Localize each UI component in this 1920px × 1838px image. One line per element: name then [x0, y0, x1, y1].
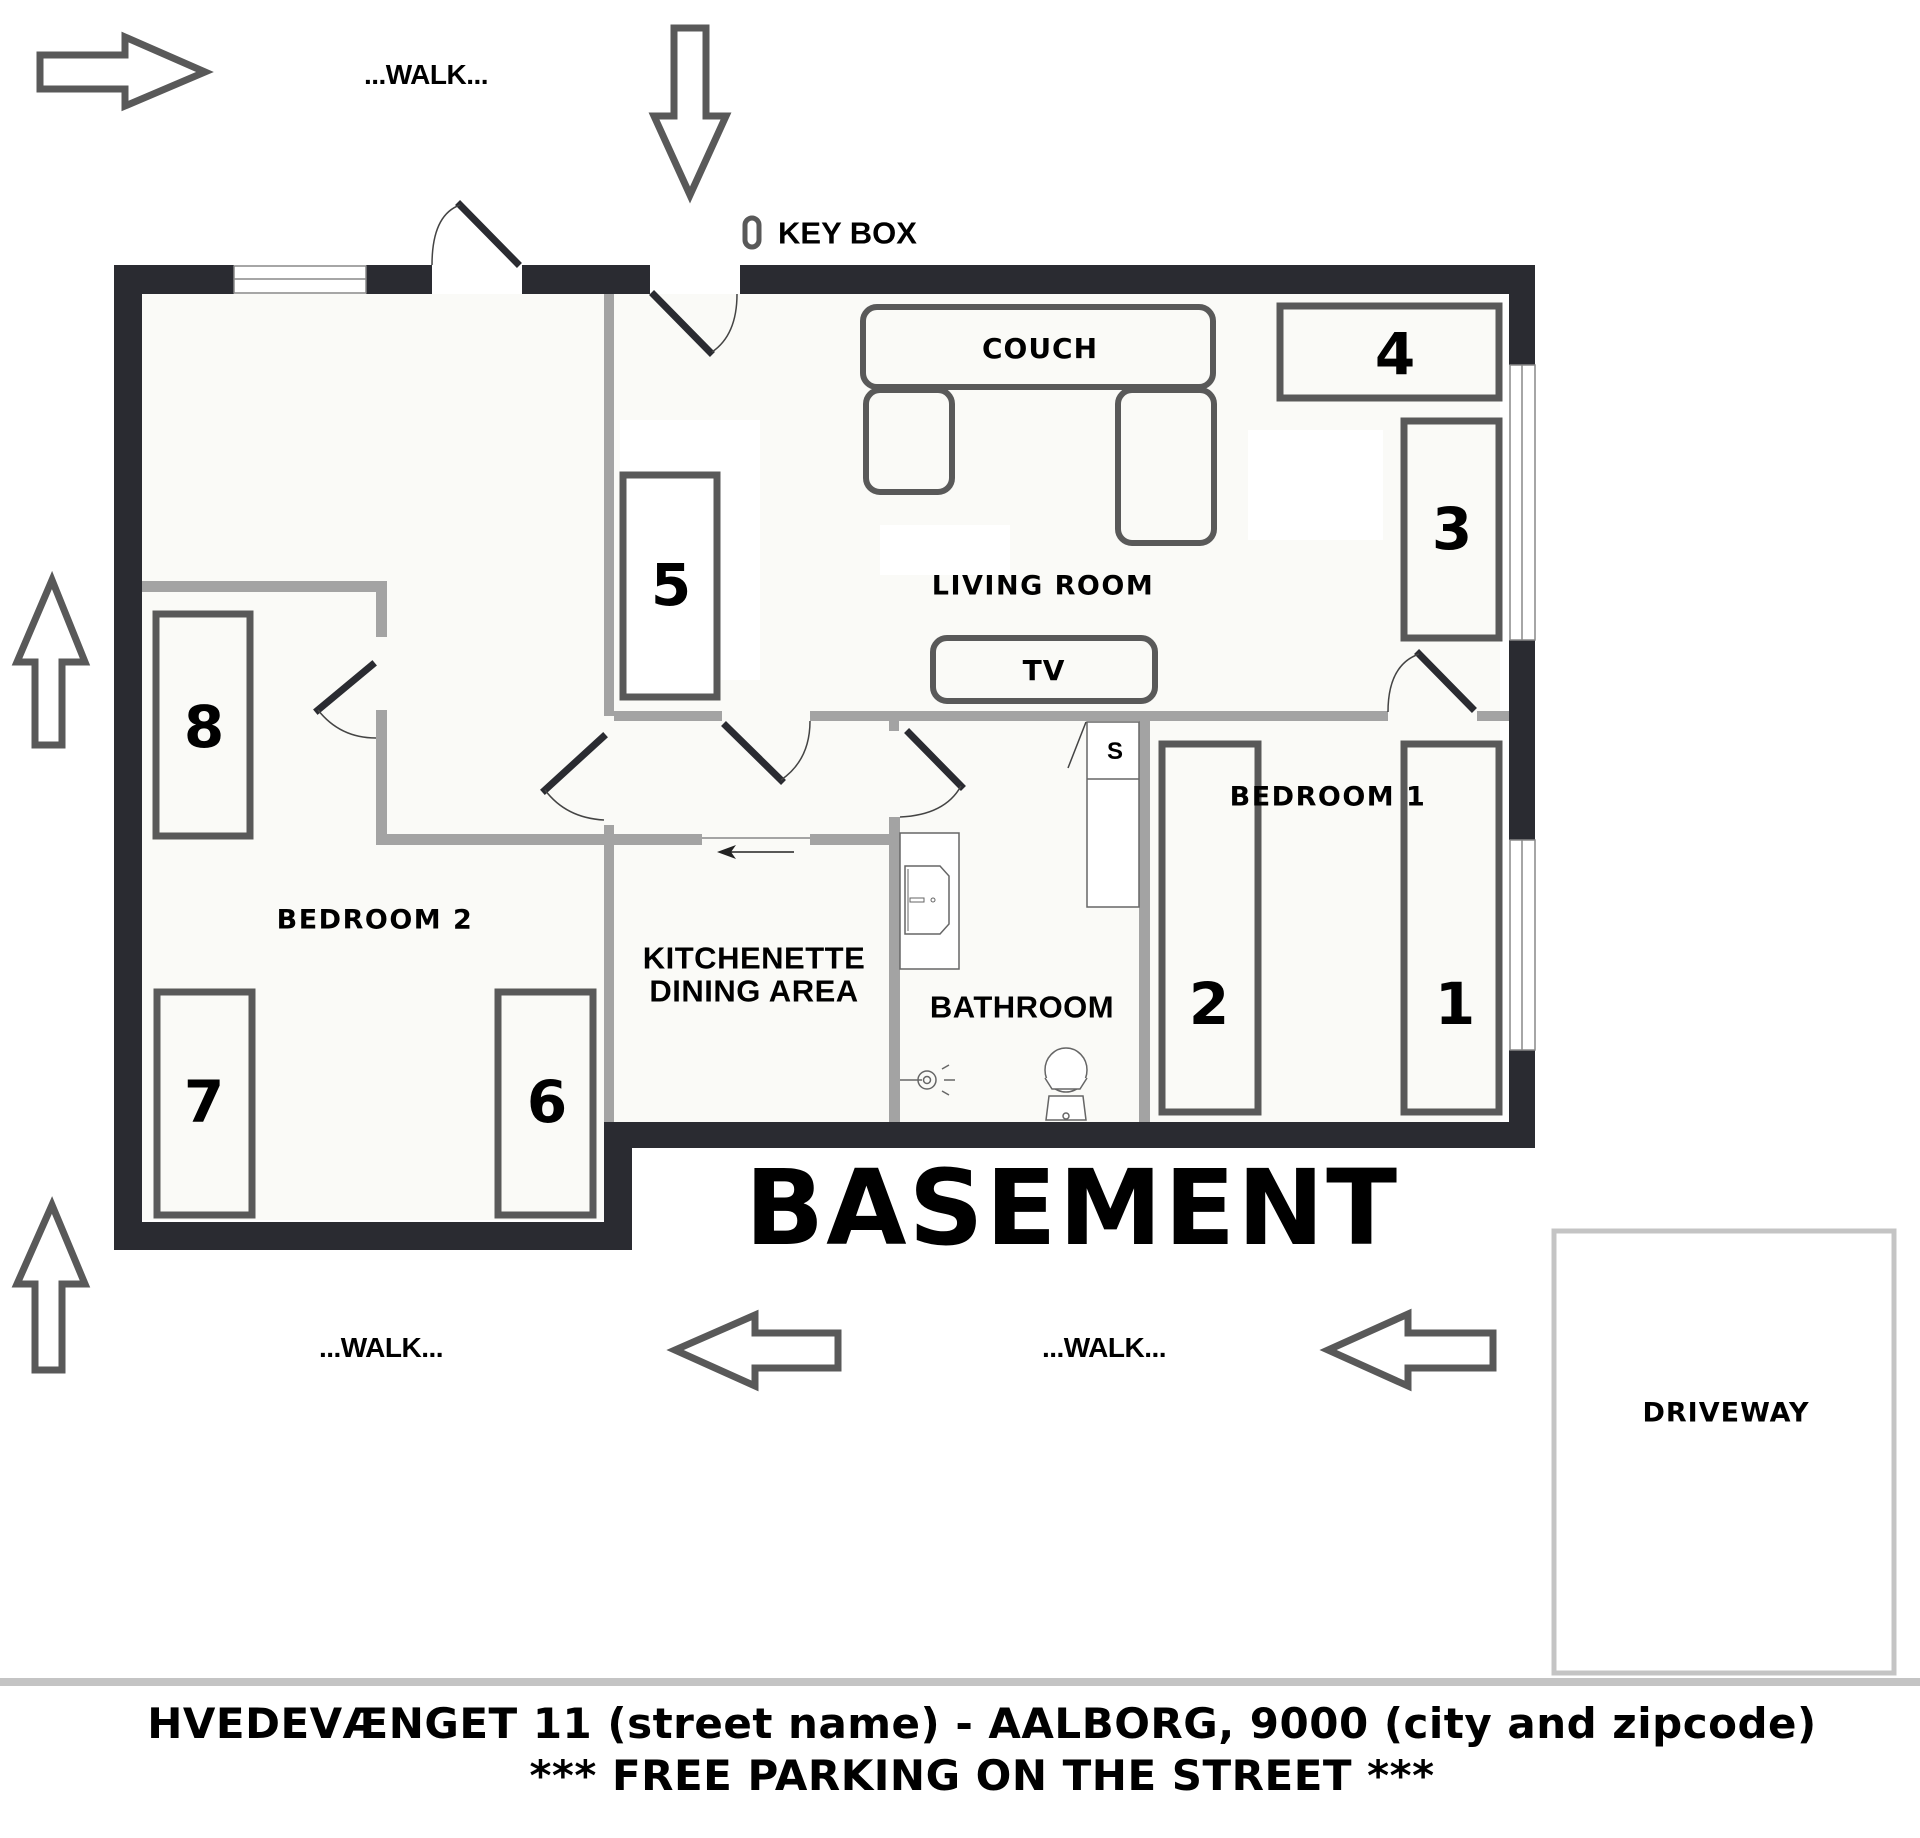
shower-area	[1086, 721, 1140, 908]
bed-number-1: 1	[1434, 970, 1476, 1038]
tv-unit	[930, 635, 1158, 704]
room-label-bathroom: BATHROOM	[929, 989, 1115, 1025]
sink-counter	[899, 832, 960, 970]
walk-label-bottom-right: ...WALK...	[1041, 1332, 1167, 1363]
couch	[860, 304, 1217, 546]
street-line	[0, 1678, 1920, 1686]
room-label-bedroom-2: BEDROOM 2	[276, 904, 474, 936]
bed-number-4: 4	[1374, 320, 1416, 388]
key-box-icon	[742, 215, 762, 250]
arrow-up-icon	[11, 1196, 91, 1374]
driveway-label: DRIVEWAY	[1642, 1397, 1810, 1429]
couch-label: COUCH	[981, 332, 1099, 365]
tv-label: TV	[1022, 654, 1066, 687]
bed-number-6: 6	[526, 1068, 568, 1136]
shower-s-label: S	[1106, 738, 1124, 765]
floor-title: BASEMENT	[744, 1147, 1400, 1269]
room-label-kitchenette: KITCHENETTE DINING AREA	[642, 940, 866, 1009]
bed-number-8: 8	[183, 693, 225, 761]
inner-walls	[142, 294, 1509, 1122]
room-label-bedroom-1: BEDROOM 1	[1229, 781, 1427, 813]
arrow-up-icon	[11, 570, 91, 749]
arrow-down-icon	[648, 24, 732, 204]
bed-number-5: 5	[650, 551, 692, 619]
key-box-label: KEY BOX	[778, 215, 917, 251]
outer-walls	[114, 265, 1535, 1250]
toilet-icon	[1044, 1047, 1088, 1121]
bed-number-3: 3	[1431, 495, 1473, 563]
parking-note: *** FREE PARKING ON THE STREET ***	[529, 1751, 1435, 1800]
walk-label-top: ...WALK...	[363, 59, 489, 90]
arrow-left-icon	[1319, 1308, 1497, 1392]
shower-head-icon	[900, 1064, 955, 1096]
door-swings	[313, 200, 1477, 795]
address-line: HVEDEVÆNGET 11 (street name) - AALBORG, …	[147, 1699, 1817, 1748]
arrow-right-icon	[36, 31, 214, 112]
kitchenette-line-2: DINING AREA	[649, 974, 859, 1009]
bathroom-fixtures	[899, 721, 1140, 1121]
bed-number-2: 2	[1188, 970, 1230, 1038]
kitchenette-line-1: KITCHENETTE	[642, 940, 866, 976]
room-label-living-room: LIVING ROOM	[931, 570, 1155, 602]
bed-number-7: 7	[183, 1068, 225, 1136]
walk-label-bottom-left: ...WALK...	[318, 1332, 444, 1363]
beds	[152, 302, 1503, 1219]
floor-area	[142, 294, 1500, 1220]
sliding-door	[702, 837, 810, 859]
direction-arrows	[11, 24, 1497, 1392]
sink-icon	[904, 865, 950, 935]
door-arcs	[317, 204, 1420, 821]
windows	[233, 265, 1536, 1051]
driveway-box	[1551, 1228, 1897, 1676]
arrow-left-icon	[666, 1309, 842, 1392]
